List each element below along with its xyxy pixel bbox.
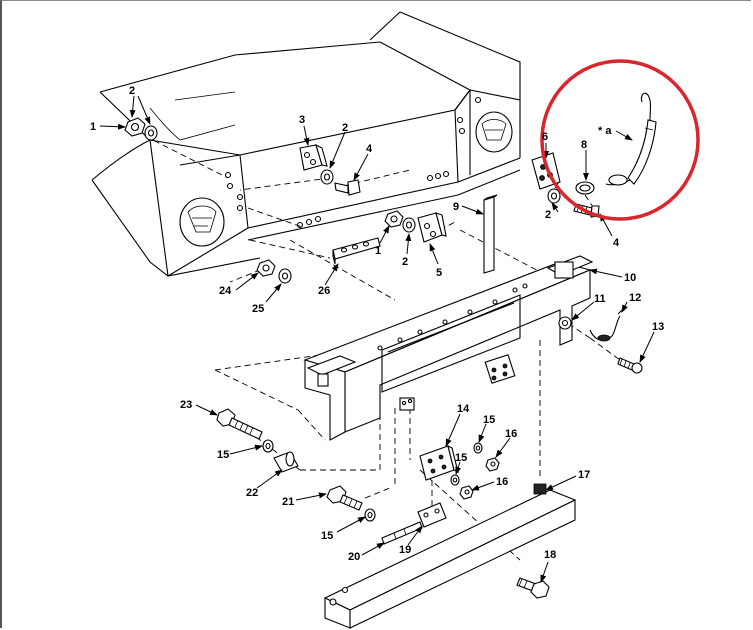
lower-tube-17	[323, 483, 577, 629]
strip-26	[332, 237, 381, 265]
callout-6: 6	[542, 131, 548, 143]
washer-2-right	[547, 188, 561, 204]
callout-16: 16	[505, 428, 517, 440]
bolt-18	[516, 577, 550, 599]
washer-11	[558, 316, 572, 330]
washer-25	[278, 268, 292, 284]
callout-22: 22	[246, 487, 258, 499]
callout-15: 15	[321, 530, 333, 542]
strap-a	[605, 92, 657, 186]
callout-a: * a	[598, 125, 612, 137]
callout-24: 24	[219, 285, 232, 297]
callout-13: 13	[652, 321, 664, 333]
nut-16-lower	[459, 485, 474, 500]
plate-14	[419, 444, 459, 481]
callout-2: 2	[545, 209, 551, 221]
callout-15: 15	[483, 414, 495, 426]
bolt-21	[326, 485, 363, 511]
bolt-23	[216, 408, 263, 440]
callout-1: 1	[375, 245, 381, 257]
bracket-19	[417, 502, 447, 528]
nut-24	[256, 259, 276, 277]
spacer-22	[273, 451, 299, 473]
callout-2: 2	[402, 256, 408, 268]
callout-1: 1	[90, 121, 96, 133]
callout-21: 21	[282, 496, 294, 508]
screw-13	[617, 357, 643, 374]
plate-5	[417, 212, 447, 243]
nut-16-upper	[485, 457, 500, 472]
highlight-circle	[540, 59, 700, 221]
callout-23: 23	[180, 399, 192, 411]
callout-9: 9	[453, 201, 459, 213]
strip-9	[483, 194, 498, 274]
washer-15-upper	[473, 442, 483, 454]
callout-15: 15	[217, 449, 229, 461]
callout-2: 2	[342, 122, 348, 134]
washer-2-center	[402, 217, 416, 233]
callout-20: 20	[348, 551, 360, 563]
callout-25: 25	[252, 303, 264, 315]
callout-14: 14	[457, 403, 470, 415]
callout-15: 15	[455, 452, 467, 464]
crossmember-10	[303, 255, 594, 441]
callout-11: 11	[594, 293, 606, 305]
bolt-4-left	[334, 179, 361, 196]
callout-26: 26	[318, 285, 330, 297]
callout-3: 3	[299, 114, 305, 126]
nut-1-mid	[384, 210, 404, 228]
callout-4: 4	[613, 237, 620, 249]
callout-4: 4	[366, 143, 373, 155]
ring-8	[575, 181, 595, 195]
assembly-lines	[144, 135, 621, 561]
callout-19: 19	[399, 544, 411, 556]
callout-labels: 1 2 3 2 4 6 8 * a 2 4 9 1 2 5 24 25 26 1…	[90, 85, 664, 563]
callout-18: 18	[544, 549, 556, 561]
nut-1-top	[124, 117, 146, 137]
vehicle-body	[91, 11, 521, 277]
hook-12	[589, 307, 625, 342]
washer-15-mid	[450, 474, 460, 486]
plate-3	[299, 143, 328, 171]
callout-12: 12	[629, 292, 641, 304]
callout-17: 17	[578, 469, 590, 481]
callout-8: 8	[581, 139, 587, 151]
washer-15-lower	[364, 508, 376, 522]
leader-lines	[99, 95, 655, 583]
callout-5: 5	[436, 267, 442, 279]
pin-20	[381, 521, 423, 545]
callout-10: 10	[624, 272, 636, 284]
callout-16: 16	[496, 476, 508, 488]
washer-15-left	[262, 439, 274, 453]
washer-2-mid	[320, 169, 334, 185]
washer-2-top	[144, 125, 158, 141]
callout-2: 2	[129, 85, 135, 97]
